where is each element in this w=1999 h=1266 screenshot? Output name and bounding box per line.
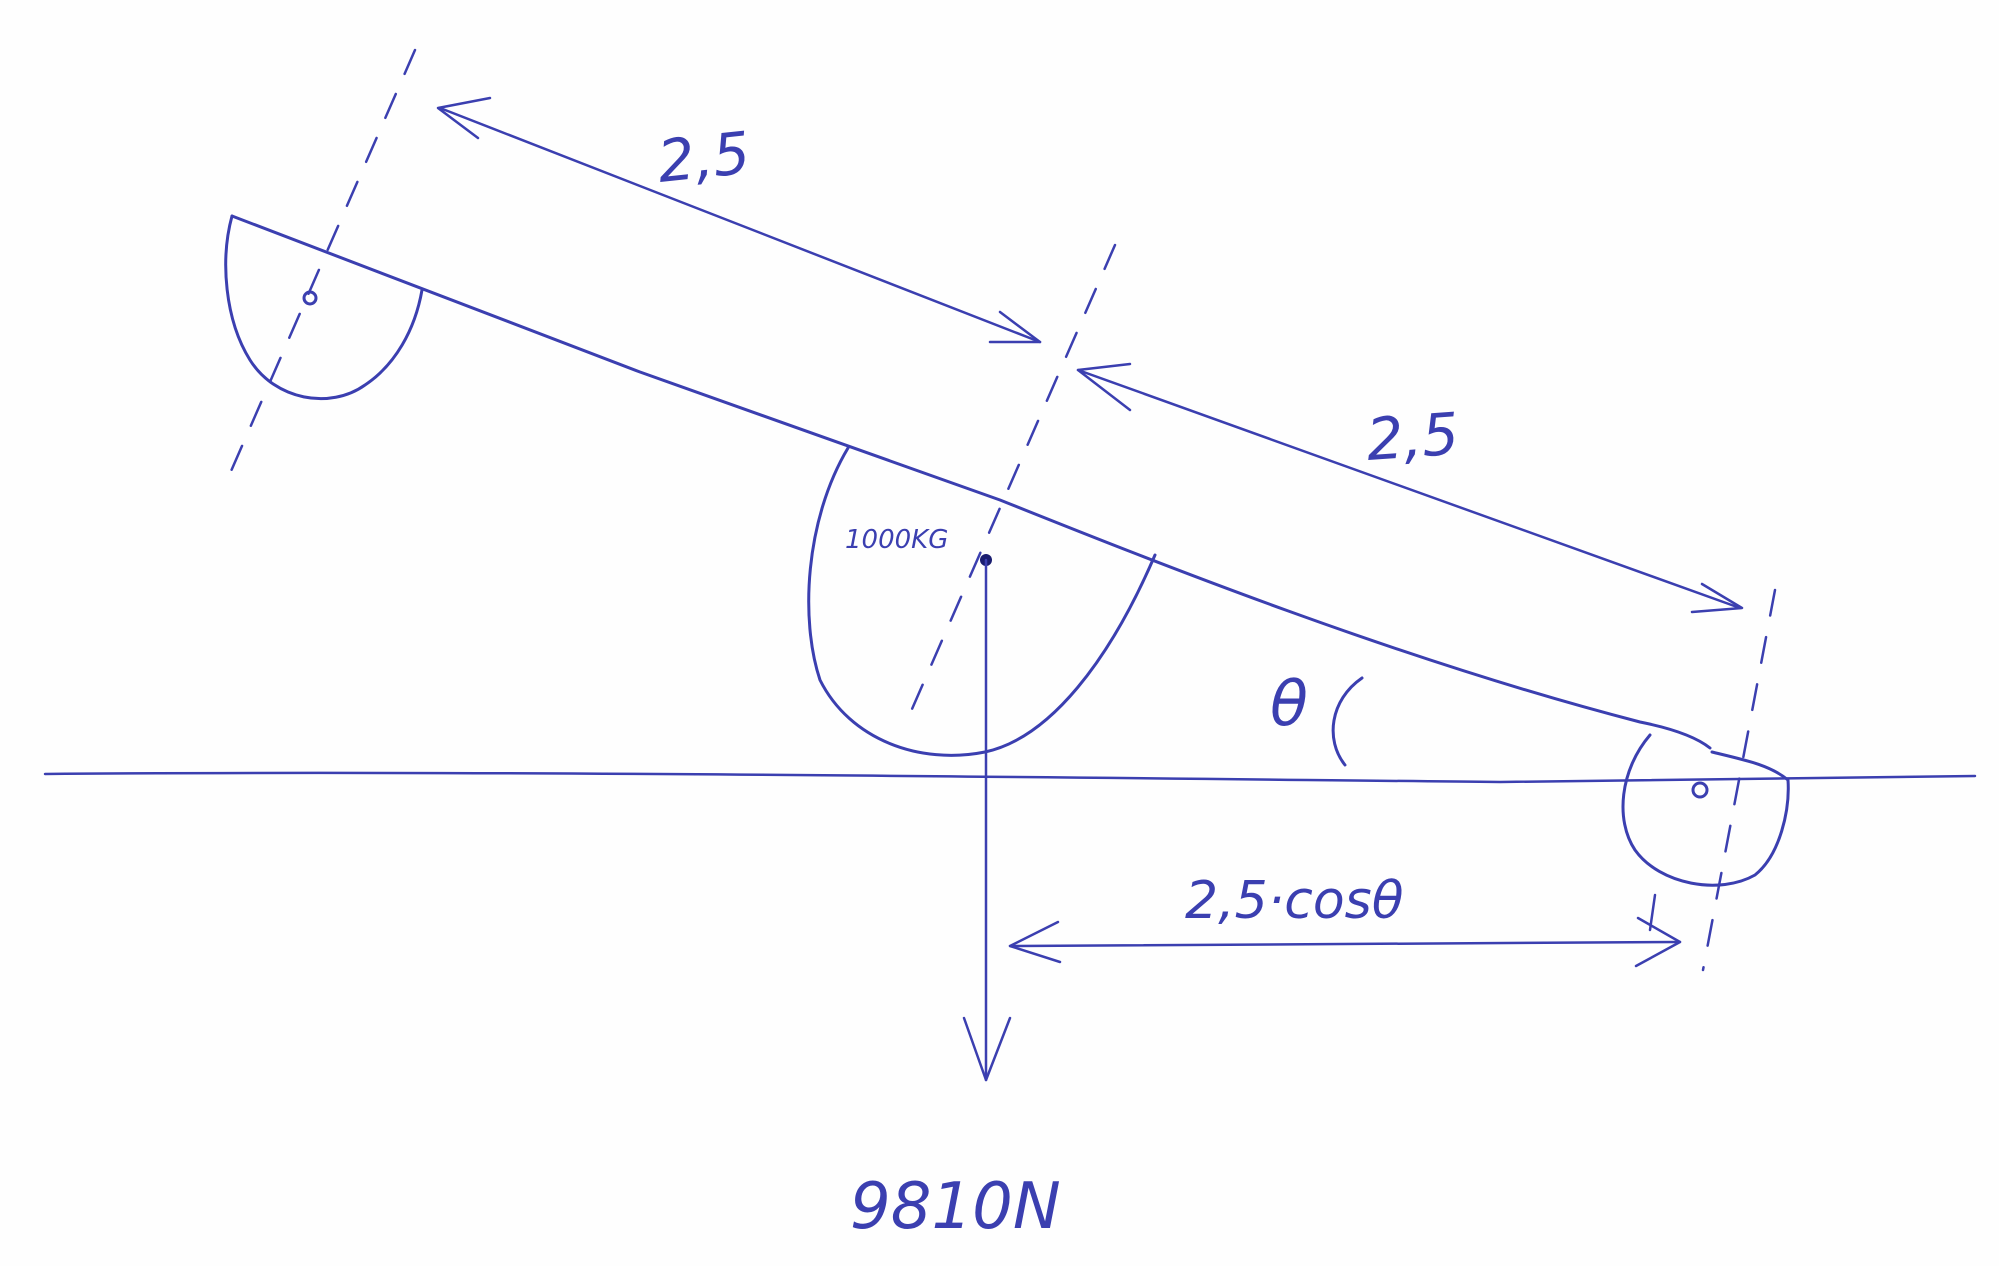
upper-length-label: 2,5 xyxy=(654,119,753,196)
lower-length-label: 2,5 xyxy=(1364,400,1461,474)
angle-arc xyxy=(1331,676,1364,767)
left-pivot xyxy=(302,290,318,306)
middle-mass-lug xyxy=(807,446,1157,757)
horizontal-projection-label: 2,5·cosθ xyxy=(1185,871,1404,931)
upper-dimension-arrowhead-right xyxy=(988,310,1042,344)
right-lug xyxy=(1621,733,1790,887)
projection-arrowhead-left xyxy=(1008,920,1062,964)
projection-arrowhead-right xyxy=(1634,916,1682,968)
weight-force-arrowhead xyxy=(962,1016,1012,1082)
inclined-beam xyxy=(230,214,1712,750)
projection-extension-tick xyxy=(1648,893,1657,932)
middle-dashed-center-line xyxy=(903,243,1117,727)
lower-dimension-arrowhead-left xyxy=(1076,362,1132,412)
left-dashed-center-line xyxy=(226,48,417,480)
upper-dimension-arrowhead-left xyxy=(436,96,492,140)
horizontal-reference-line xyxy=(43,771,1977,784)
upper-dimension-line xyxy=(438,106,1042,344)
mass-label: 1000KG xyxy=(845,525,948,555)
lower-dimension-arrowhead-right xyxy=(1690,582,1744,614)
right-dashed-center-line xyxy=(1701,588,1777,972)
projection-dimension-line xyxy=(1008,940,1682,948)
lower-dimension-line xyxy=(1076,368,1742,610)
left-lug xyxy=(224,214,424,401)
angle-label: θ xyxy=(1270,667,1308,740)
weight-force-label: 9810N xyxy=(850,1170,1061,1244)
right-pivot xyxy=(1691,781,1709,799)
